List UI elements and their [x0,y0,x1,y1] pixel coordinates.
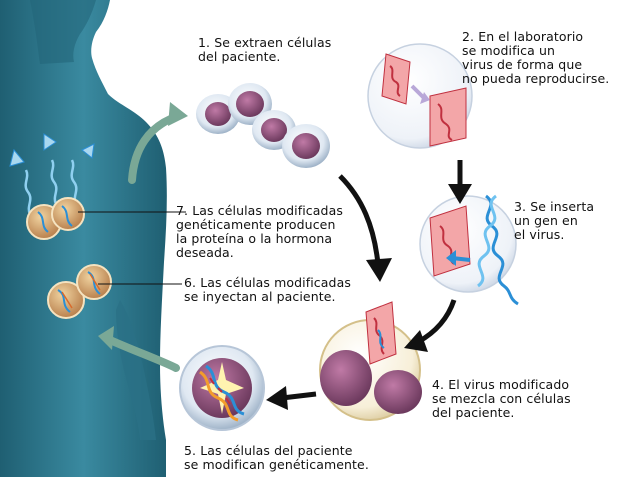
virus-bubble [367,43,473,149]
step-6-label: 6. Las células modificadas se inyectan a… [184,276,351,304]
step-5-label: 5. Las células del paciente se modifican… [184,444,369,472]
step-2-text: En el laboratorio se modifica un virus d… [462,29,610,86]
step-2-label: 2. En el laboratorio se modifica un viru… [462,30,609,86]
mixing-bubble [319,301,422,421]
extracted-cells [196,83,330,168]
step-6-text: Las células modificadas se inyectan al p… [184,275,351,304]
body-cells-lower [47,264,112,319]
step-5-text: Las células del paciente se modifican ge… [184,443,369,472]
modified-cell [179,345,265,431]
step-1-text: Se extraen células del paciente. [198,35,332,64]
arrow-3-to-4 [416,299,457,345]
step-6-number: 6. [184,275,197,290]
hormone-molecules [9,133,95,215]
arrow-1-to-7 [338,174,381,265]
step-7-text: Las células modificadas genéticamente pr… [176,203,343,260]
step-7-label: 7. Las células modificadas genéticamente… [176,204,343,260]
step-4-number: 4. [432,377,445,392]
step-7-number: 7. [176,203,189,218]
step-3-text: Se inserta un gen en el virus. [514,199,595,242]
step-3-number: 3. [514,199,527,214]
step-4-text: El virus modificado se mezcla con célula… [432,377,571,420]
arrow-inject [106,336,180,372]
patient-body [0,0,167,477]
step-2-number: 2. [462,29,475,44]
virus-gene-bubble [419,194,519,306]
step-1-label: 1. Se extraen células del paciente. [198,36,331,64]
arrow-4-to-5 [281,391,317,401]
step-3-label: 3. Se inserta un gen en el virus. [514,200,594,242]
step-1-number: 1. [198,35,211,50]
step-5-number: 5. [184,443,197,458]
step-4-label: 4. El virus modificado se mezcla con cél… [432,378,571,420]
body-cells-upper [26,197,85,240]
